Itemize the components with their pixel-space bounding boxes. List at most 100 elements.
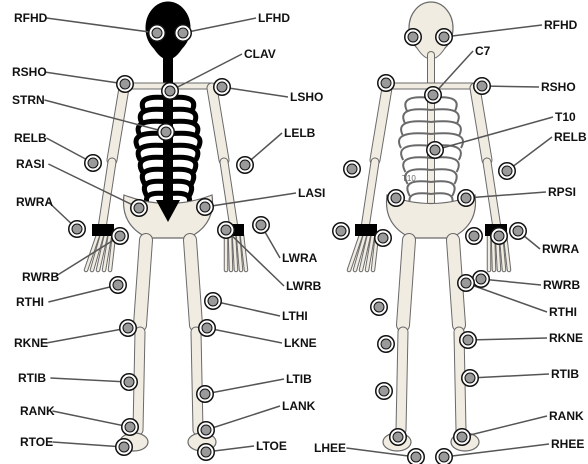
anterior-forearm-l-fill [224,162,234,228]
anterior-tibia-l-fill [196,332,198,430]
anterior-femur-r-fill [140,240,146,325]
leader-lank [206,406,280,430]
anterior-forearm-r-fill [102,162,112,228]
marker-dot-posterior-left-0-core [409,33,418,42]
leader-lthi [213,301,280,316]
marker-label-lkne: LKNE [284,336,317,350]
leader-lasi [205,193,296,207]
leader-rthi [48,285,118,302]
anterior-humerus-r-fill [112,88,124,160]
posterior-tibia-l-fill [459,332,461,430]
marker-dot-posterior-left-4-core [337,227,346,236]
marker-label-strn: STRN [12,93,45,107]
marker-label-ltoe: LTOE [256,439,287,453]
marker-dot-lhee-core [412,453,421,462]
marker-dot-lank-core [202,426,211,435]
leader-rank [52,411,130,427]
leader-rfhd [46,18,157,33]
leader-rkne2 [468,338,547,340]
marker-label-lasi: LASI [298,186,325,200]
leader-rsho [44,72,125,84]
marker-label-t10: T10 [555,110,576,124]
marker-dot-lasi-core [201,203,210,212]
anterior-finger-l-fill [230,235,231,270]
marker-dot-clav-core [166,87,175,96]
posterior-humerus-l-fill [475,88,487,160]
marker-dot-lwra-core [257,221,266,230]
marker-dot-rpsi-core [462,194,471,203]
marker-label-relb2: RELB [554,130,587,144]
marker-dot-rfhd-core [153,29,162,38]
marker-dot-lelb-core [241,161,250,170]
marker-dot-rasi-core [135,204,144,213]
marker-label-rasi: RASI [16,157,45,171]
marker-dot-lkne-core [203,324,212,333]
marker-label-lhee: LHEE [314,441,346,455]
marker-label-lelb: LELB [284,126,315,140]
marker-dot-rkne-core [124,324,133,333]
marker-label-rfhd2: RFHD [544,18,577,32]
marker-label-rfhd: RFHD [14,11,47,25]
marker-label-lsho: LSHO [290,90,323,104]
marker-dot-lthi-core [209,297,218,306]
marker-dot-posterior-left-7-core [382,340,391,349]
marker-dot-rthi-core [114,281,123,290]
anterior-wrist-band-r [92,224,114,236]
marker-label-rkne: RKNE [14,336,48,350]
marker-dot-lfhd-core [179,29,188,38]
marker-label-ltib: LTIB [286,372,312,386]
marker-label-lthi: LTHI [282,309,308,323]
anterior-femur-l-fill [190,240,196,325]
marker-dot-posterior-left-3-core [392,194,401,203]
leader-rtib [50,378,129,382]
leader-rank2 [462,416,547,437]
posterior-skull [409,2,453,54]
leader-strn [44,100,166,132]
marker-dot-rthi2-core [462,279,471,288]
marker-label-rsho2: RSHO [541,80,576,94]
marker-label-lfhd: LFHD [258,11,290,25]
marker-dot-posterior-left-1-core [382,79,391,88]
marker-label-rthi: RTHI [16,295,44,309]
marker-dot-rhee-core [440,453,449,462]
marker-label-rwrb2: RWRB [543,278,580,292]
marker-label-clav: CLAV [244,47,276,61]
spine-t10-inline-label: T10 [402,172,416,186]
marker-label-rthi2: RTHI [549,305,577,319]
marker-dot-lwrb-core [222,226,231,235]
marker-dot-relb-core [89,159,98,168]
leader-lkne [207,328,282,343]
posterior-wrist-band-r [355,224,377,236]
marker-dot-lsho-core [218,83,227,92]
marker-dot-rank2-core [458,433,467,442]
marker-label-rtoe: RTOE [20,435,53,449]
marker-label-rank2: RANK [549,409,584,423]
marker-dot-posterior-left-9-core [394,433,403,442]
marker-dot-rwra2-core [514,227,523,236]
marker-dot-posterior-left-8-core [380,387,389,396]
leader-rtoe [52,442,124,447]
leader-rpsi [466,192,546,198]
marker-label-lwra: LWRA [282,251,317,265]
leader-ltib [205,379,284,394]
marker-label-relb: RELB [14,131,47,145]
posterior-humerus-r-fill [375,88,387,160]
marker-label-rhee: RHEE [551,437,584,451]
marker-dot-rtib2-core [466,374,475,383]
marker-dot-rwrb2-core [477,275,486,284]
marker-dot-rtoe-core [120,443,129,452]
marker-dot-rtib-core [125,378,134,387]
posterior-forearm-l-fill [487,162,497,228]
marker-label-lank: LANK [282,399,315,413]
posterior-forearm-r-fill [365,162,375,228]
marker-label-rwra2: RWRA [542,242,579,256]
marker-dot-posterior-left-2-core [348,165,357,174]
marker-dot-strn-core [162,128,171,137]
marker-dot-rkne2-core [464,336,473,345]
marker-dot-rwra-core [73,225,82,234]
marker-dot-posterior-left-10-core [470,232,479,241]
marker-dot-c7-core [429,91,438,100]
marker-label-rank: RANK [20,404,55,418]
